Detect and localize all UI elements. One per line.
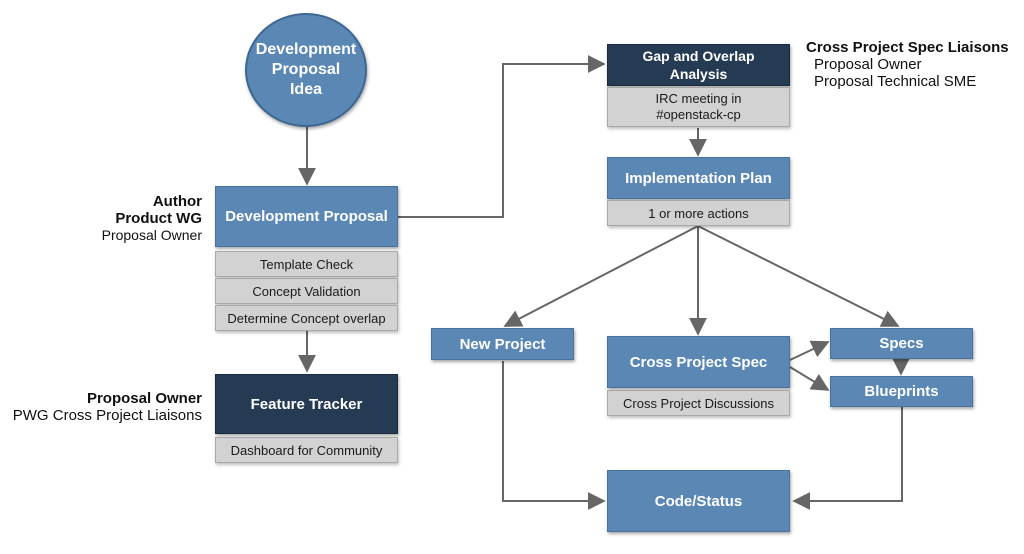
code-status-node: Code/Status — [607, 470, 790, 532]
feature-tracker-node: Feature Tracker — [215, 374, 398, 434]
template-check-label: Template Check — [259, 256, 354, 272]
code-status-label: Code/Status — [654, 492, 743, 510]
specs-node: Specs — [830, 328, 973, 359]
concept-validation-box: Concept Validation — [215, 278, 398, 304]
cross-project-discussions-box: Cross Project Discussions — [607, 390, 790, 416]
author-label: Author — [152, 193, 202, 210]
author-label-group: Author Product WG Proposal Owner — [60, 193, 202, 244]
feature-tracker-label: Feature Tracker — [250, 395, 363, 413]
proposal-owner-label: Proposal Owner — [101, 227, 202, 243]
blueprints-label: Blueprints — [864, 383, 939, 400]
development-proposal-node: Development Proposal — [215, 186, 398, 247]
determine-concept-overlap-box: Determine Concept overlap — [215, 305, 398, 331]
liaisons-label-group: Cross Project Spec Liaisons Proposal Own… — [806, 39, 1021, 90]
gap-overlap-analysis-node: Gap and Overlap Analysis — [607, 44, 790, 86]
edge-crossspec-to-specs — [789, 340, 830, 361]
edge-proposal-to-gap — [398, 55, 606, 218]
edge-plan-to-specs — [697, 225, 900, 327]
development-proposal-label: Development Proposal — [225, 208, 388, 225]
development-proposal-idea-node: Development Proposal Idea — [245, 13, 367, 127]
implementation-plan-label: Implementation Plan — [625, 169, 772, 187]
specs-label: Specs — [879, 335, 924, 352]
edge-newproject-to-code — [502, 361, 606, 510]
one-or-more-actions-box: 1 or more actions — [607, 200, 790, 226]
gap-overlap-analysis-label: Gap and Overlap Analysis — [642, 48, 755, 82]
pwg-liaisons-label: PWG Cross Project Liaisons — [12, 407, 202, 424]
dashboard-for-community-label: Dashboard for Community — [230, 442, 383, 458]
dashboard-for-community-box: Dashboard for Community — [215, 437, 398, 463]
cross-project-spec-node: Cross Project Spec — [607, 336, 790, 388]
new-project-node: New Project — [431, 328, 574, 360]
product-wg-label: Product WG — [115, 210, 202, 227]
template-check-box: Template Check — [215, 251, 398, 277]
proposal-owner-heading: Proposal Owner — [86, 390, 202, 407]
blueprints-node: Blueprints — [830, 376, 973, 407]
implementation-plan-node: Implementation Plan — [607, 157, 790, 199]
proposal-technical-sme-label: Proposal Technical SME — [814, 73, 977, 90]
liaisons-proposal-owner-label: Proposal Owner — [814, 56, 922, 73]
edge-blueprints-to-code — [792, 407, 903, 510]
cross-project-spec-label: Cross Project Spec — [629, 353, 768, 371]
edge-plan-to-newproject — [503, 225, 699, 327]
irc-meeting-label: IRC meeting in #openstack-cp — [655, 91, 742, 122]
concept-validation-label: Concept Validation — [252, 283, 361, 299]
cross-project-discussions-label: Cross Project Discussions — [623, 395, 774, 411]
idea-label: Development Proposal Idea — [255, 41, 357, 98]
owner-label-group: Proposal Owner PWG Cross Project Liaison… — [0, 390, 202, 424]
determine-concept-overlap-label: Determine Concept overlap — [227, 310, 386, 326]
cross-project-spec-liaisons-label: Cross Project Spec Liaisons — [806, 39, 1009, 56]
one-or-more-actions-label: 1 or more actions — [648, 205, 749, 221]
irc-meeting-box: IRC meeting in #openstack-cp — [607, 87, 790, 127]
edge-crossspec-to-blueprints — [789, 366, 830, 391]
new-project-label: New Project — [459, 335, 546, 353]
